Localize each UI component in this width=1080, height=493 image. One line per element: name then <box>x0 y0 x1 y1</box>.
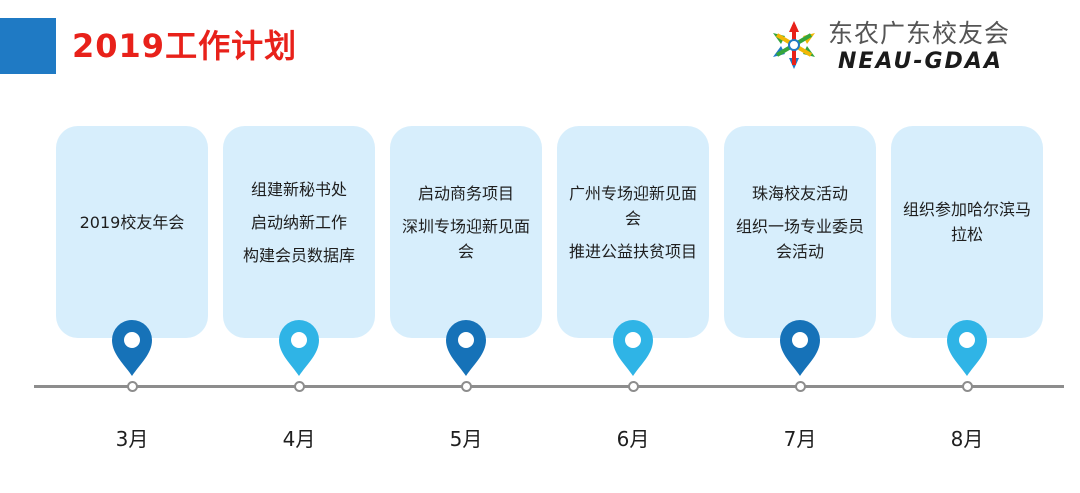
timeline-node <box>461 381 472 392</box>
month-label: 8月 <box>950 427 984 451</box>
alumni-logo: 东农广东校友会 NEAU-GDAA <box>766 12 1036 78</box>
map-pin-icon <box>947 320 987 376</box>
timeline-card-4: 广州专场迎新见面会 推进公益扶贫项目 <box>557 126 709 338</box>
month-label: 7月 <box>783 427 817 451</box>
plan-item: 启动商务项目 <box>417 183 514 203</box>
map-pin-icon <box>613 320 653 376</box>
plan-item: 组织参加哈尔滨马拉松 <box>902 200 1031 244</box>
page-title: 2019工作计划 <box>72 27 298 65</box>
timeline-axis <box>34 385 1064 388</box>
title-accent-bar <box>0 18 56 74</box>
plan-item: 启动纳新工作 <box>250 212 347 232</box>
timeline-node <box>962 381 973 392</box>
timeline-node <box>795 381 806 392</box>
timeline-node <box>628 381 639 392</box>
month-label: 6月 <box>616 427 650 451</box>
month-label: 4月 <box>282 427 316 451</box>
plan-item: 组建新秘书处 <box>250 179 347 199</box>
timeline-card-3: 启动商务项目 深圳专场迎新见面会 <box>390 126 542 338</box>
plan-item: 2019校友年会 <box>79 212 185 232</box>
timeline-card-6: 组织参加哈尔滨马拉松 <box>891 126 1043 338</box>
plan-item: 珠海校友活动 <box>751 183 848 203</box>
timeline-card-1: 2019校友年会 <box>56 126 208 338</box>
timeline-node <box>127 381 138 392</box>
plan-item: 深圳专场迎新见面会 <box>401 216 530 261</box>
logo-english-name: NEAU-GDAA <box>838 49 1003 74</box>
month-label: 5月 <box>449 427 483 451</box>
plan-item: 推进公益扶贫项目 <box>568 241 697 261</box>
map-pin-icon <box>112 320 152 376</box>
plan-item: 构建会员数据库 <box>242 245 355 265</box>
timeline-node <box>294 381 305 392</box>
timeline-card-5: 珠海校友活动 组织一场专业委员会活动 <box>724 126 876 338</box>
map-pin-icon <box>780 320 820 376</box>
month-label: 3月 <box>115 427 149 451</box>
map-pin-icon <box>279 320 319 376</box>
map-pin-icon <box>446 320 486 376</box>
plan-item: 组织一场专业委员会活动 <box>735 216 864 261</box>
timeline-card-2: 组建新秘书处 启动纳新工作 构建会员数据库 <box>223 126 375 338</box>
logo-chinese-name: 东农广东校友会 <box>828 19 1011 48</box>
plan-item: 广州专场迎新见面会 <box>568 183 697 228</box>
snowflake-logo-icon <box>773 21 815 69</box>
